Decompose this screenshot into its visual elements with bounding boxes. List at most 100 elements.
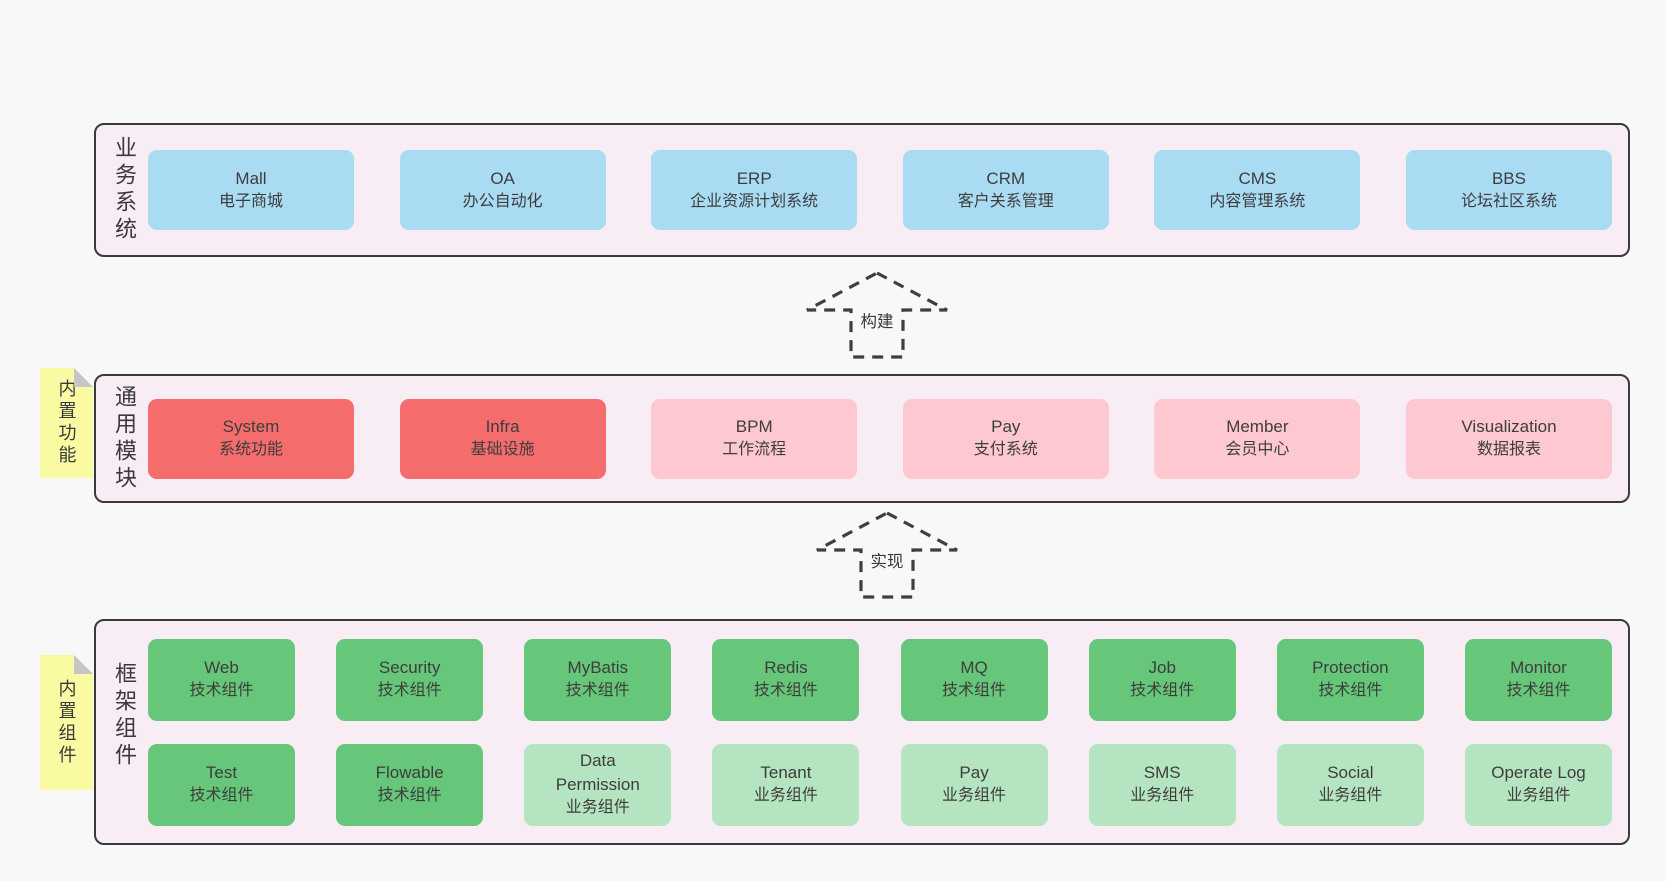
box-subtitle: 办公自动化 (462, 192, 543, 210)
box-crm: CRM 客户关系管理 (902, 150, 1109, 230)
box-subtitle: 技术组件 (565, 682, 630, 700)
box-tenant: Tenant 业务组件 (712, 743, 860, 826)
box-title: Redis (764, 658, 808, 678)
box-subtitle: 系统功能 (218, 441, 283, 459)
box-mq: MQ 技术组件 (900, 638, 1048, 721)
box-title: SMS (1143, 763, 1181, 783)
box-subtitle: 业务组件 (942, 787, 1007, 805)
section-business-systems: 业务系统 Mall 电子商城 OA 办公自动化 ERP 企业资源计划系统 CRM… (94, 123, 1630, 257)
box-title: Operate Log (1491, 763, 1586, 783)
box-subtitle: 业务组件 (1318, 787, 1383, 805)
box-subtitle: 技术组件 (1318, 682, 1383, 700)
build-arrow-label: 构建 (855, 307, 899, 333)
box-subtitle: 技术组件 (1130, 682, 1195, 700)
section-framework-components: 框架组件 Web 技术组件 Security 技术组件 MyBatis 技术组件… (94, 619, 1630, 845)
business-boxes-row: Mall 电子商城 OA 办公自动化 ERP 企业资源计划系统 CRM 客户关系… (135, 125, 1628, 255)
note-label: 内置组件 (56, 678, 77, 767)
box-title: ERP (736, 168, 772, 188)
up-arrow-dashed-icon (816, 511, 958, 599)
box-title: Pay (959, 763, 989, 783)
box-title: Test (205, 763, 238, 783)
box-test: Test 技术组件 (148, 743, 295, 826)
up-arrow-dashed-icon (806, 271, 948, 359)
box-member: Member 会员中心 (1154, 398, 1361, 479)
box-pay-biz: Pay 业务组件 (900, 743, 1048, 826)
box-title: BPM (735, 417, 773, 437)
framework-row-2: Test 技术组件 Flowable 技术组件 Data Permission … (148, 743, 1612, 826)
box-subtitle: 技术组件 (1506, 682, 1571, 700)
box-title: CMS (1238, 168, 1277, 188)
box-title: Security (378, 658, 441, 678)
box-title: Pay (991, 417, 1021, 437)
box-title: BBS (1491, 168, 1526, 188)
note-built-in-features: 内置功能 (40, 368, 93, 478)
note-label: 内置功能 (56, 379, 77, 467)
box-title: MQ (960, 658, 988, 678)
box-subtitle: 技术组件 (377, 787, 442, 805)
box-title: Tenant (760, 763, 812, 783)
box-title: OA (490, 168, 515, 188)
box-security: Security 技术组件 (336, 638, 484, 721)
box-title: Data Permission (555, 751, 640, 795)
box-protection: Protection 技术组件 (1276, 638, 1424, 721)
box-data-permission: Data Permission 业务组件 (524, 743, 672, 826)
box-title: System (222, 417, 280, 437)
box-subtitle: 业务组件 (753, 787, 818, 805)
box-pay: Pay 支付系统 (902, 398, 1109, 479)
box-mall: Mall 电子商城 (148, 150, 354, 230)
box-subtitle: 会员中心 (1225, 441, 1290, 459)
box-operate-log: Operate Log 业务组件 (1464, 743, 1612, 826)
box-title: MyBatis (567, 658, 629, 678)
box-subtitle: 论坛社区系统 (1460, 192, 1557, 210)
box-subtitle: 业务组件 (1506, 787, 1571, 805)
box-title: Mall (235, 168, 267, 188)
box-monitor: Monitor 技术组件 (1464, 638, 1612, 721)
box-redis: Redis 技术组件 (712, 638, 860, 721)
section-label: 业务系统 (112, 136, 137, 244)
build-arrow: 构建 (804, 270, 950, 360)
box-title: Visualization (1461, 417, 1557, 437)
implement-arrow-label: 实现 (865, 547, 909, 573)
note-built-in-components: 内置组件 (40, 655, 93, 790)
box-subtitle: 技术组件 (942, 682, 1007, 700)
box-subtitle: 技术组件 (753, 682, 818, 700)
section-label: 框架组件 (112, 662, 137, 770)
box-subtitle: 技术组件 (189, 682, 254, 700)
box-system: System 系统功能 (148, 398, 354, 479)
framework-boxes-grid: Web 技术组件 Security 技术组件 MyBatis 技术组件 Redi… (135, 621, 1628, 843)
box-mybatis: MyBatis 技术组件 (524, 638, 672, 721)
box-title: Member (1226, 417, 1289, 437)
box-title: Social (1327, 763, 1374, 783)
box-title: Protection (1312, 658, 1389, 678)
box-bbs: BBS 论坛社区系统 (1405, 150, 1612, 230)
box-subtitle: 技术组件 (377, 682, 442, 700)
box-subtitle: 业务组件 (1130, 787, 1195, 805)
box-subtitle: 电子商城 (218, 192, 283, 210)
box-subtitle: 数据报表 (1476, 441, 1541, 459)
box-social: Social 业务组件 (1276, 743, 1424, 826)
box-subtitle: 技术组件 (189, 787, 254, 805)
section-label: 通用模块 (112, 384, 137, 493)
box-subtitle: 工作流程 (722, 441, 787, 459)
box-cms: CMS 内容管理系统 (1154, 150, 1361, 230)
box-erp: ERP 企业资源计划系统 (651, 150, 858, 230)
box-title: Infra (485, 417, 520, 437)
box-subtitle: 支付系统 (973, 441, 1038, 459)
box-subtitle: 客户关系管理 (957, 192, 1054, 210)
box-bpm: BPM 工作流程 (651, 398, 858, 479)
box-oa: OA 办公自动化 (399, 150, 606, 230)
box-job: Job 技术组件 (1088, 638, 1236, 721)
box-subtitle: 基础设施 (470, 441, 535, 459)
box-flowable: Flowable 技术组件 (336, 743, 484, 826)
implement-arrow: 实现 (814, 510, 960, 600)
box-subtitle: 内容管理系统 (1209, 192, 1306, 210)
box-title: CRM (986, 168, 1026, 188)
box-title: Monitor (1510, 658, 1567, 678)
box-title: Job (1148, 658, 1176, 678)
box-subtitle: 企业资源计划系统 (690, 192, 819, 210)
box-web: Web 技术组件 (148, 638, 295, 721)
framework-row-1: Web 技术组件 Security 技术组件 MyBatis 技术组件 Redi… (148, 638, 1612, 721)
section-common-modules: 通用模块 System 系统功能 Infra 基础设施 BPM 工作流程 Pay… (94, 374, 1630, 503)
modules-boxes-row: System 系统功能 Infra 基础设施 BPM 工作流程 Pay 支付系统… (135, 376, 1628, 501)
